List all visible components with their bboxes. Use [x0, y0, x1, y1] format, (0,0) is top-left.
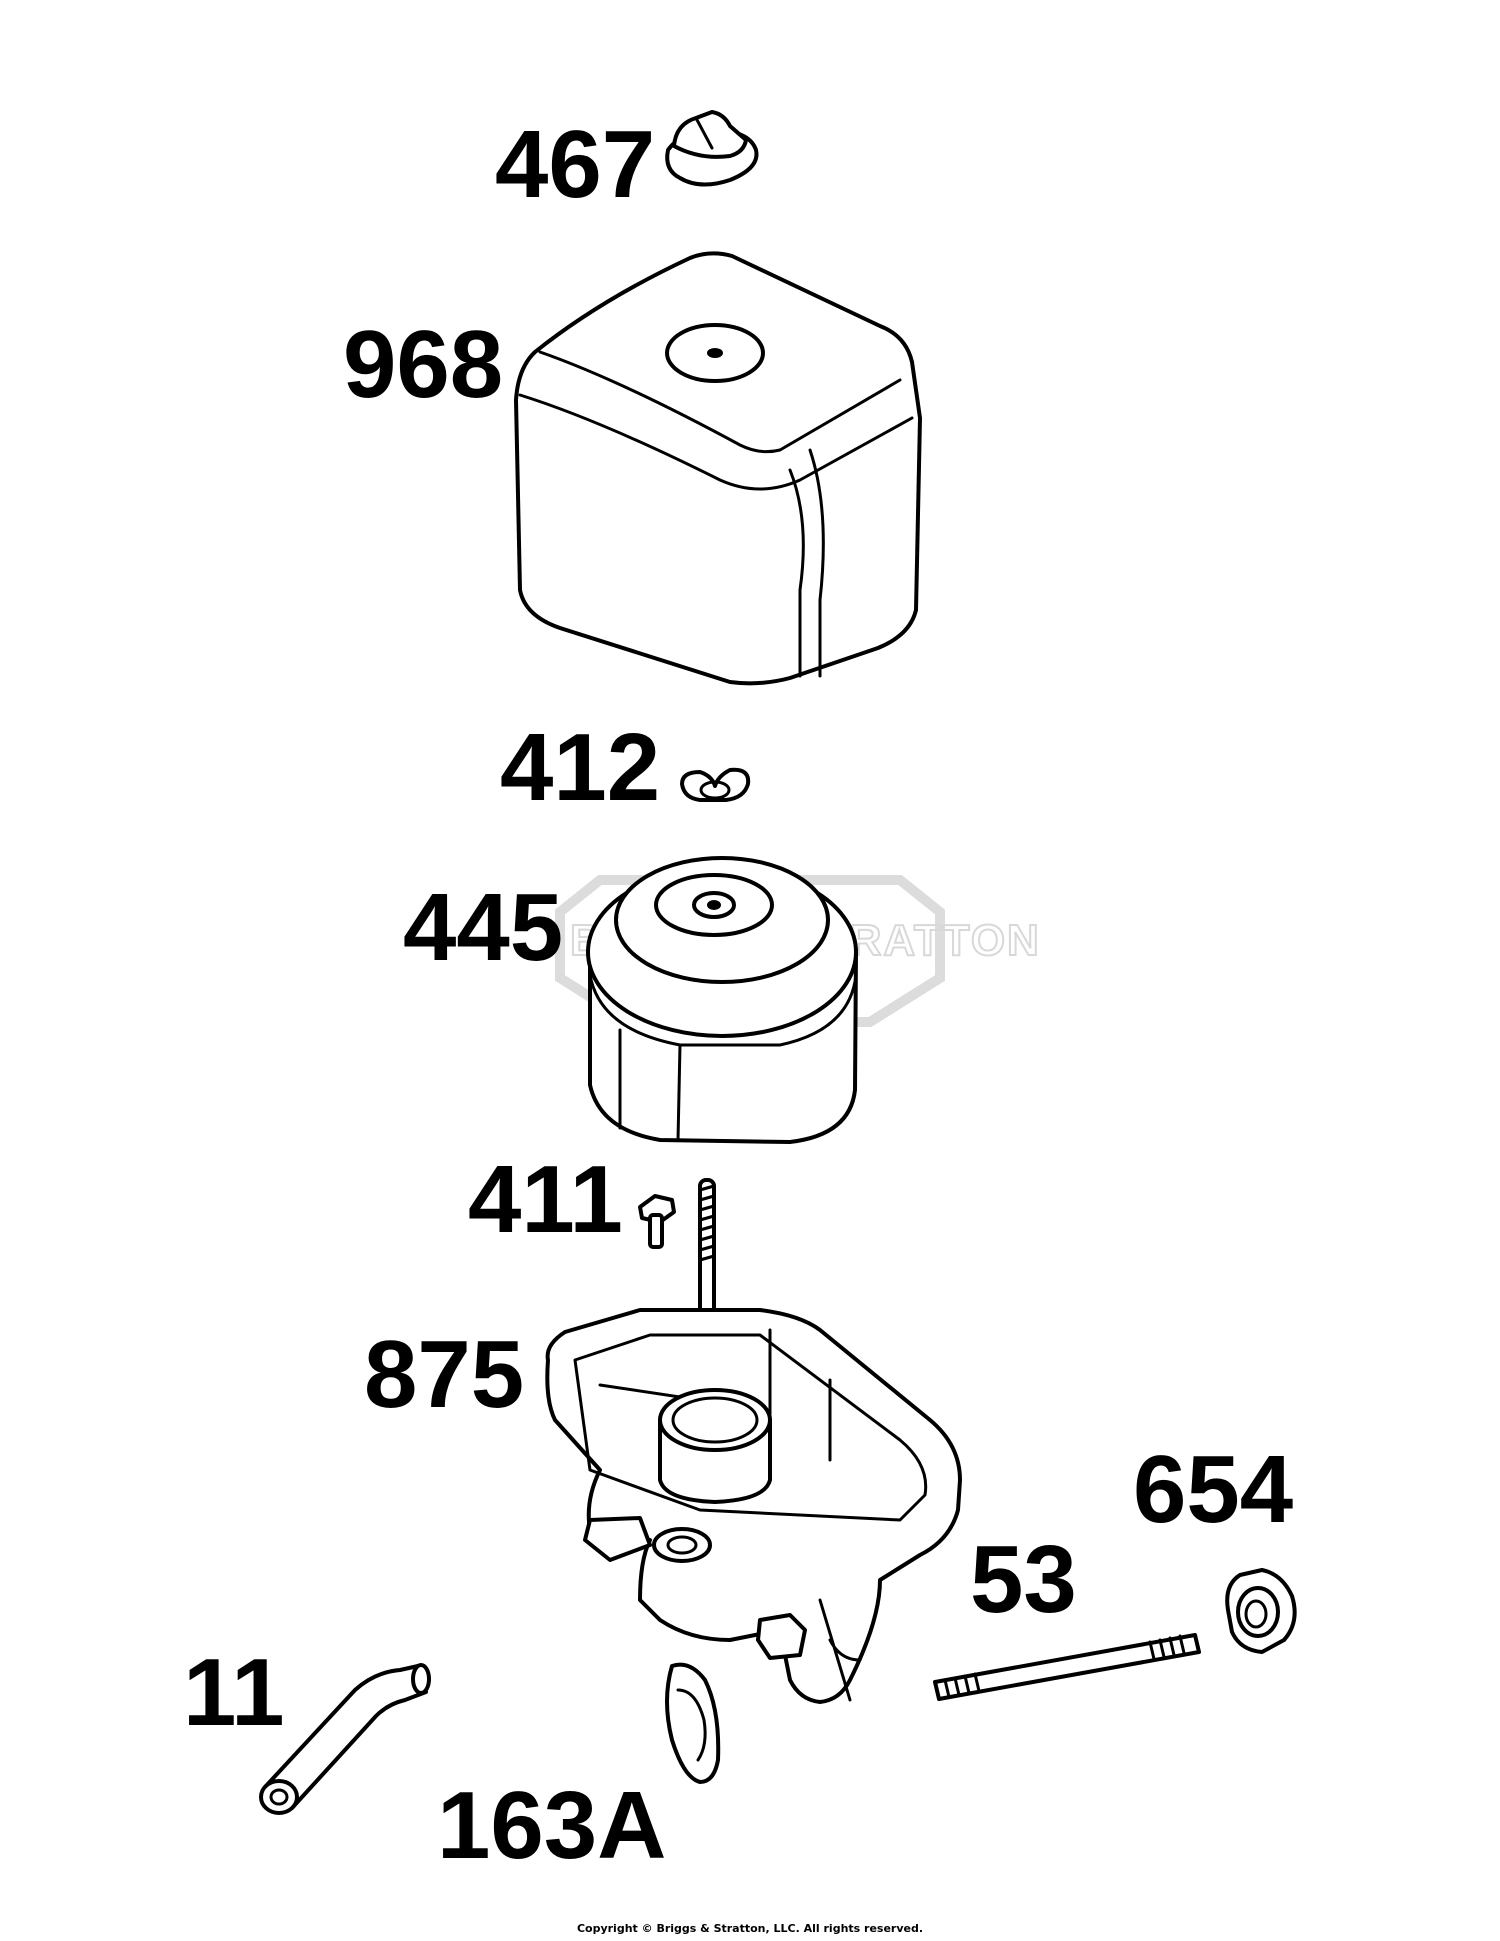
callout-11: 11: [183, 1639, 284, 1746]
hose-part: [259, 1663, 431, 1815]
copyright-text: Copyright © Briggs & Stratton, LLC. All …: [577, 1922, 923, 1935]
bolt-part: [638, 1194, 676, 1249]
callout-875: 875: [364, 1321, 524, 1428]
callout-53: 53: [970, 1526, 1077, 1633]
base-part: [545, 1308, 962, 1704]
flange-nut-part: [1225, 1568, 1297, 1654]
callout-467: 467: [495, 111, 655, 218]
wing-nut-part: [680, 767, 751, 802]
callout-654: 654: [1133, 1436, 1293, 1543]
callout-163a: 163A: [437, 1772, 667, 1879]
knob-part: [665, 110, 759, 187]
cover-part: [514, 251, 922, 686]
callout-411: 411: [468, 1146, 623, 1253]
callout-412: 412: [500, 714, 660, 821]
long-stud-part: [933, 1633, 1201, 1701]
callout-445: 445: [403, 874, 563, 981]
gasket-part: [665, 1662, 721, 1784]
filter-part: [586, 856, 858, 1144]
callout-968: 968: [343, 311, 503, 418]
